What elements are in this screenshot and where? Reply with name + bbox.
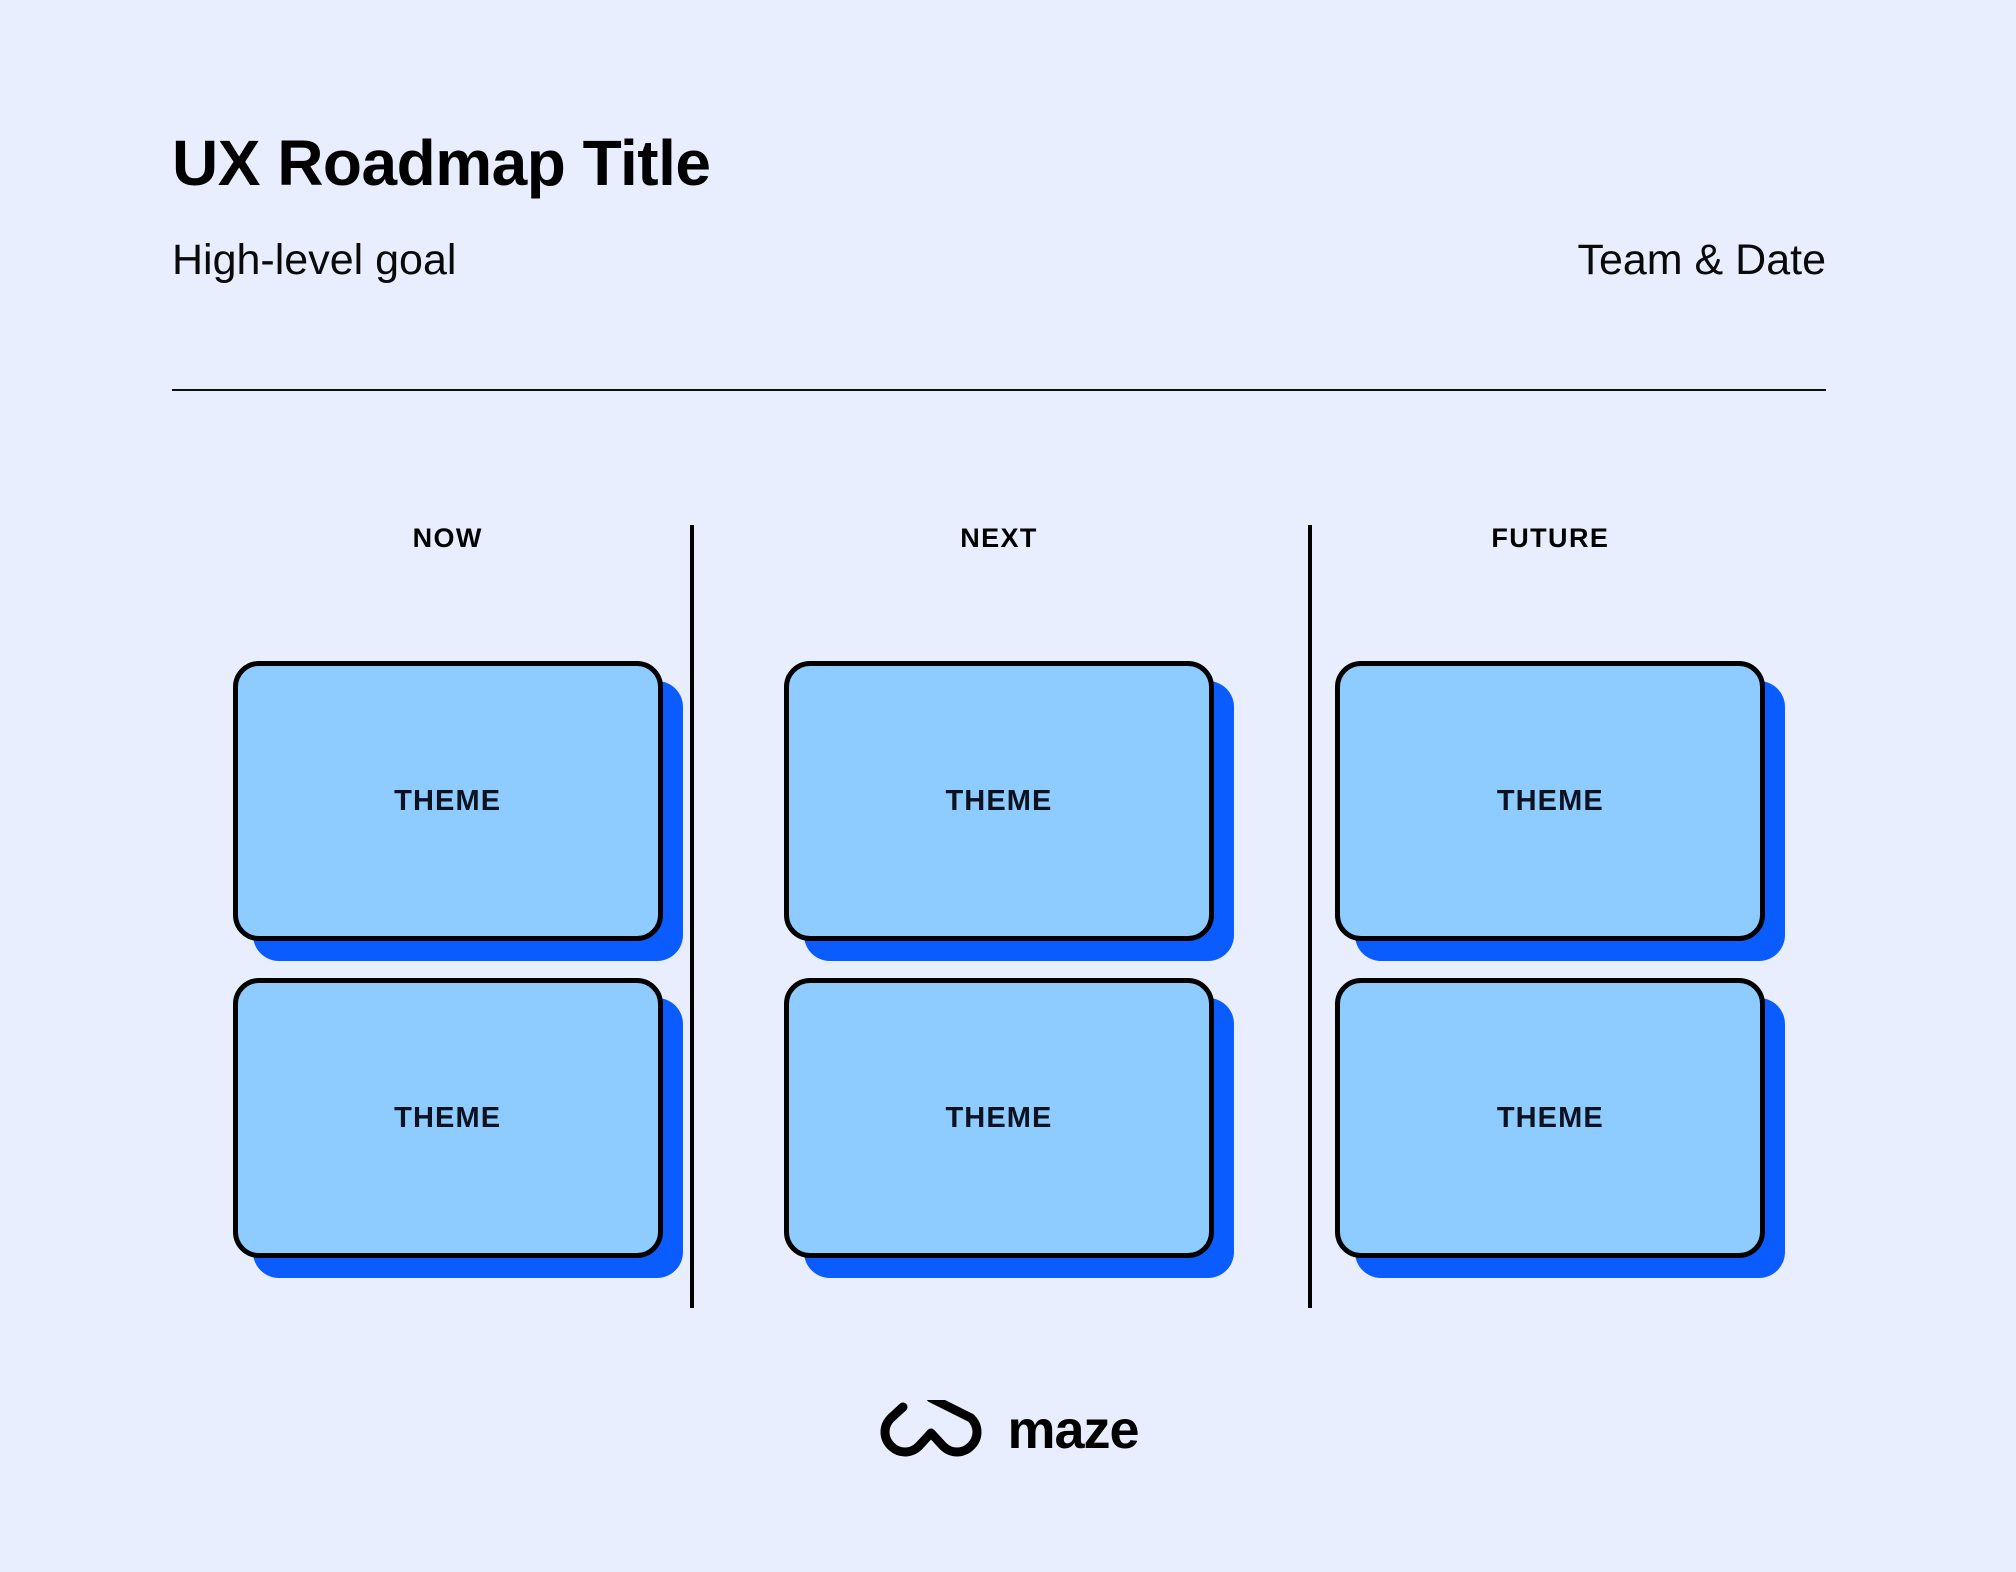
theme-card[interactable]: THEME: [232, 661, 683, 961]
theme-card-label: THEME: [394, 1101, 502, 1134]
column-divider-2: [1308, 525, 1312, 1308]
footer-brand: maze: [0, 1393, 2016, 1460]
theme-card[interactable]: THEME: [783, 978, 1234, 1278]
roadmap-board: NOW THEME THEME NEXT: [172, 520, 1826, 1320]
column-next: NEXT THEME THEME: [723, 520, 1274, 1320]
theme-card[interactable]: THEME: [1335, 661, 1786, 961]
theme-card[interactable]: THEME: [783, 661, 1234, 961]
card-surface[interactable]: THEME: [1335, 661, 1766, 941]
column-title-future: FUTURE: [1491, 523, 1610, 553]
theme-card[interactable]: THEME: [1335, 978, 1786, 1278]
card-surface[interactable]: THEME: [1335, 978, 1766, 1258]
header-divider: [172, 389, 1826, 391]
theme-card-label: THEME: [1496, 784, 1604, 817]
card-surface[interactable]: THEME: [783, 978, 1214, 1258]
team-and-date-text: Team & Date: [1577, 236, 1826, 285]
column-next-cards: THEME THEME: [783, 661, 1234, 1278]
column-now-cards: THEME THEME: [232, 661, 683, 1278]
theme-card-label: THEME: [1496, 1101, 1604, 1134]
column-divider-1: [690, 525, 694, 1308]
card-surface[interactable]: THEME: [232, 661, 663, 941]
card-surface[interactable]: THEME: [783, 661, 1214, 941]
theme-card[interactable]: THEME: [232, 978, 683, 1278]
column-now: NOW THEME THEME: [172, 520, 723, 1320]
column-future: FUTURE THEME THEME: [1275, 520, 1826, 1320]
column-title-next: NEXT: [960, 523, 1038, 553]
maze-logo-icon: [877, 1393, 985, 1460]
theme-card-label: THEME: [945, 1101, 1053, 1134]
header-subrow: High-level goal Team & Date: [172, 236, 1826, 285]
header: UX Roadmap Title High-level goal Team & …: [172, 127, 1826, 285]
high-level-goal-text: High-level goal: [172, 236, 457, 285]
card-surface[interactable]: THEME: [232, 978, 663, 1258]
theme-card-label: THEME: [394, 784, 502, 817]
column-future-cards: THEME THEME: [1335, 661, 1786, 1278]
column-title-now: NOW: [412, 523, 483, 553]
theme-card-label: THEME: [945, 784, 1053, 817]
maze-wordmark: maze: [1007, 1400, 1139, 1460]
page-title: UX Roadmap Title: [172, 127, 711, 199]
